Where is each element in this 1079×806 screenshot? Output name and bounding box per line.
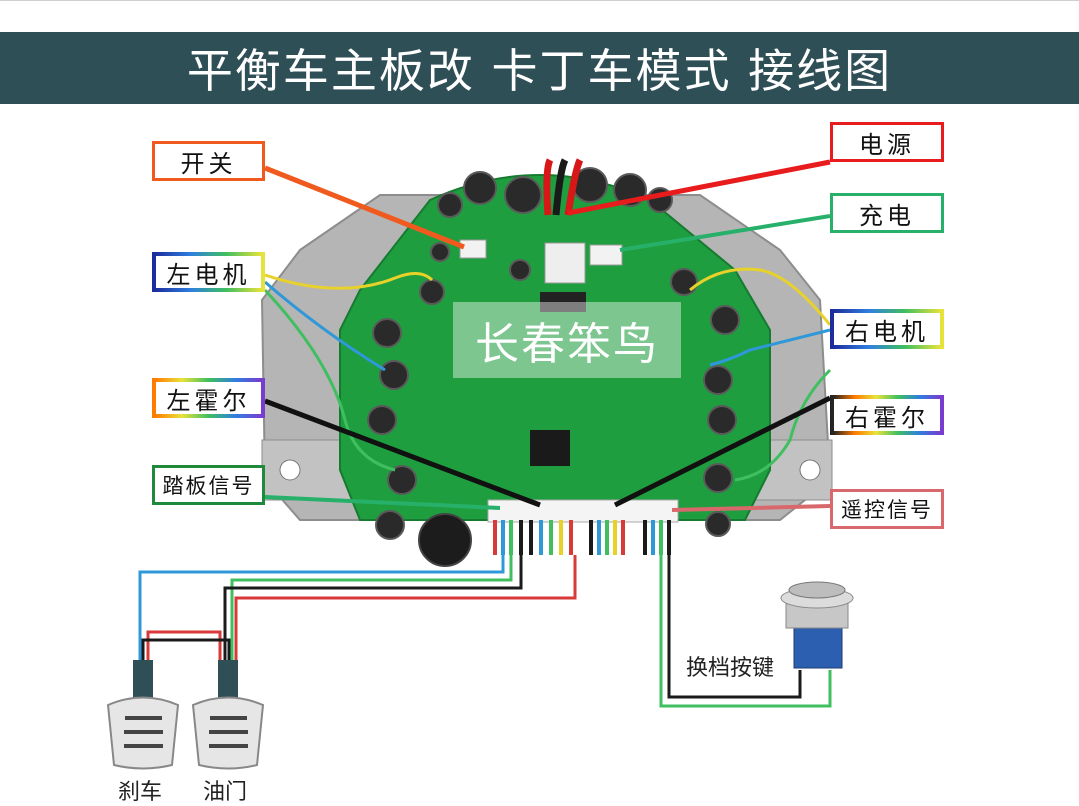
- circuit-board: [339, 167, 771, 567]
- charge-connector: [589, 244, 623, 266]
- page-title: 平衡车主板改 卡丁车模式 接线图: [0, 32, 1079, 104]
- label-left-hall: 左霍尔: [152, 378, 265, 418]
- capacitors: [367, 167, 740, 540]
- header-wires: [493, 520, 671, 555]
- regulator: [540, 292, 586, 312]
- signal-header: [487, 499, 679, 523]
- throttle-pedal: [191, 660, 265, 770]
- label-remote-signal: 遥控信号: [830, 489, 944, 529]
- caption-throttle: 油门: [203, 780, 248, 805]
- label-right-motor: 右电机: [830, 309, 944, 349]
- mcu-chip: [530, 430, 570, 466]
- top-divider: [0, 0, 1079, 1]
- label-power: 电源: [830, 122, 944, 162]
- pedal-wiring: [138, 555, 577, 660]
- watermark: 长春笨鸟: [453, 302, 681, 378]
- power-connector: [544, 242, 586, 284]
- caption-brake: 刹车: [118, 780, 163, 805]
- gear-push-button: [780, 581, 854, 669]
- caption-gear-button: 换档按键: [686, 656, 775, 681]
- gear-button-wiring: [659, 555, 832, 708]
- switch-connector: [459, 239, 487, 259]
- buzzer: [418, 513, 472, 567]
- label-left-motor: 左电机: [152, 252, 265, 292]
- brake-pedal: [106, 660, 180, 770]
- label-switch: 开关: [152, 141, 265, 181]
- label-right-hall: 右霍尔: [830, 395, 944, 435]
- label-pedal-signal: 踏板信号: [152, 465, 265, 505]
- label-charge: 充电: [830, 193, 944, 233]
